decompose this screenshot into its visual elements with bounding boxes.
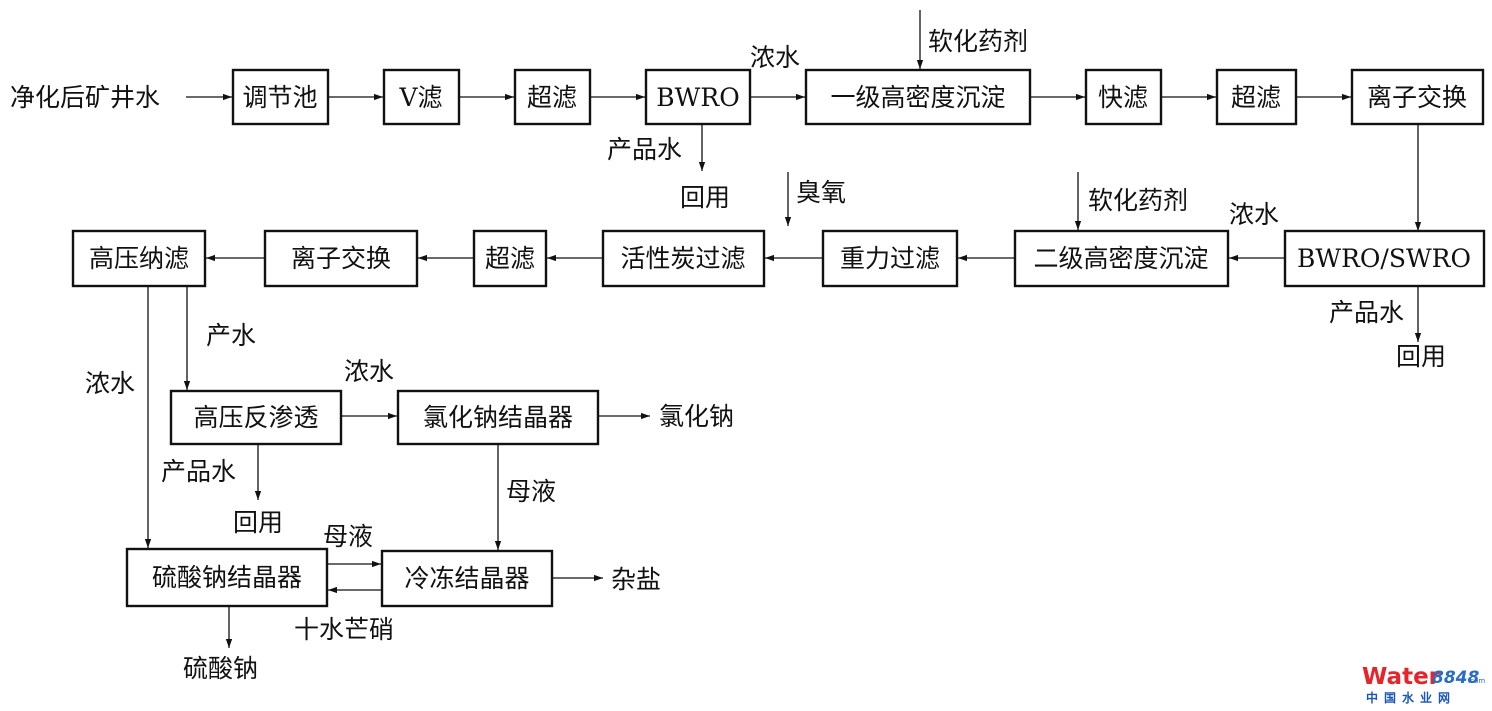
watermark-domain: .com — [1468, 677, 1485, 685]
label-mother-liquor-1: 母液 — [506, 477, 556, 506]
box-hp-ro: 高压反渗透 — [169, 389, 343, 446]
box-ix2-label: 离子交换 — [291, 244, 391, 273]
label-concentrate-1: 浓水 — [750, 43, 800, 72]
box-freeze-crystallizer-label: 冷冻结晶器 — [404, 564, 529, 593]
label-product-water-2: 产品水 — [1329, 298, 1404, 327]
box-vfilter: V滤 — [382, 68, 461, 126]
box-uf3: 超滤 — [472, 229, 548, 288]
label-reuse-1: 回用 — [680, 183, 730, 212]
label-mixed-salt: 杂盐 — [611, 565, 661, 594]
box-nacl-crystallizer: 氯化钠结晶器 — [396, 389, 600, 446]
label-concentrate-4: 浓水 — [344, 357, 394, 386]
box-na2so4-crystallizer: 硫酸钠结晶器 — [125, 547, 329, 608]
label-concentrate-3: 浓水 — [85, 369, 135, 398]
label-sodium-chloride: 氯化钠 — [659, 402, 734, 431]
watermark-brand: Water — [1362, 664, 1441, 690]
label-sodium-sulfate: 硫酸钠 — [183, 654, 258, 683]
label-product-water-3: 产品水 — [161, 457, 236, 486]
box-uf2-label: 超滤 — [1231, 83, 1281, 112]
box-carbon-filter-label: 活性炭过滤 — [620, 244, 745, 273]
label-concentrate-2: 浓水 — [1229, 200, 1279, 229]
label-reuse-3: 回用 — [233, 508, 283, 537]
box-hp-ro-label: 高压反渗透 — [193, 403, 318, 432]
box-hp-nf: 高压纳滤 — [71, 229, 207, 288]
watermark-logo: Water 8848 .com 中国水业网 — [1362, 664, 1485, 705]
label-permeate: 产水 — [206, 321, 256, 350]
label-softener-2: 软化药剂 — [1088, 186, 1188, 215]
box-bwro-swro-label: BWRO/SWRO — [1297, 244, 1471, 273]
box-fast-filter: 快滤 — [1084, 68, 1163, 126]
box-vfilter-label: V滤 — [398, 83, 442, 112]
label-glauber-salt: 十水芒硝 — [294, 615, 394, 644]
label-ozone: 臭氧 — [796, 178, 846, 207]
box-na2so4-crystallizer-label: 硫酸钠结晶器 — [152, 563, 302, 592]
label-product-water-1: 产品水 — [607, 135, 682, 164]
box-bwro-label: BWRO — [656, 83, 739, 112]
watermark-subtitle: 中国水业网 — [1366, 690, 1456, 705]
box-hp-nf-label: 高压纳滤 — [89, 244, 189, 273]
box-hds2-label: 二级高密度沉淀 — [1033, 244, 1208, 273]
label-reuse-2: 回用 — [1396, 342, 1446, 371]
watermark-number: 8848 — [1432, 668, 1479, 688]
box-tiaojiechi: 调节池 — [231, 68, 330, 126]
box-freeze-crystallizer: 冷冻结晶器 — [380, 549, 554, 608]
box-gravity-filter: 重力过滤 — [821, 229, 959, 288]
box-tiaojiechi-label: 调节池 — [242, 83, 317, 112]
label-mother-liquor-2: 母液 — [323, 522, 373, 551]
label-inlet: 净化后矿井水 — [10, 83, 160, 112]
box-hds1: 一级高密度沉淀 — [804, 68, 1032, 126]
box-bwro-swro: BWRO/SWRO — [1283, 229, 1486, 288]
box-ix1-label: 离子交换 — [1367, 83, 1467, 112]
box-hds1-label: 一级高密度沉淀 — [830, 83, 1005, 112]
box-uf1-label: 超滤 — [527, 83, 577, 112]
box-ix2: 离子交换 — [263, 229, 419, 288]
box-uf3-label: 超滤 — [485, 244, 535, 273]
box-uf2: 超滤 — [1215, 68, 1298, 126]
box-bwro: BWRO — [644, 68, 752, 126]
box-nacl-crystallizer-label: 氯化钠结晶器 — [423, 403, 573, 432]
box-ix1: 离子交换 — [1350, 68, 1485, 126]
label-softener-1: 软化药剂 — [928, 27, 1028, 56]
box-carbon-filter: 活性炭过滤 — [601, 229, 766, 288]
box-uf1: 超滤 — [513, 68, 592, 126]
box-gravity-filter-label: 重力过滤 — [840, 244, 940, 273]
box-fast-filter-label: 快滤 — [1098, 83, 1148, 112]
box-hds2: 二级高密度沉淀 — [1013, 229, 1230, 288]
